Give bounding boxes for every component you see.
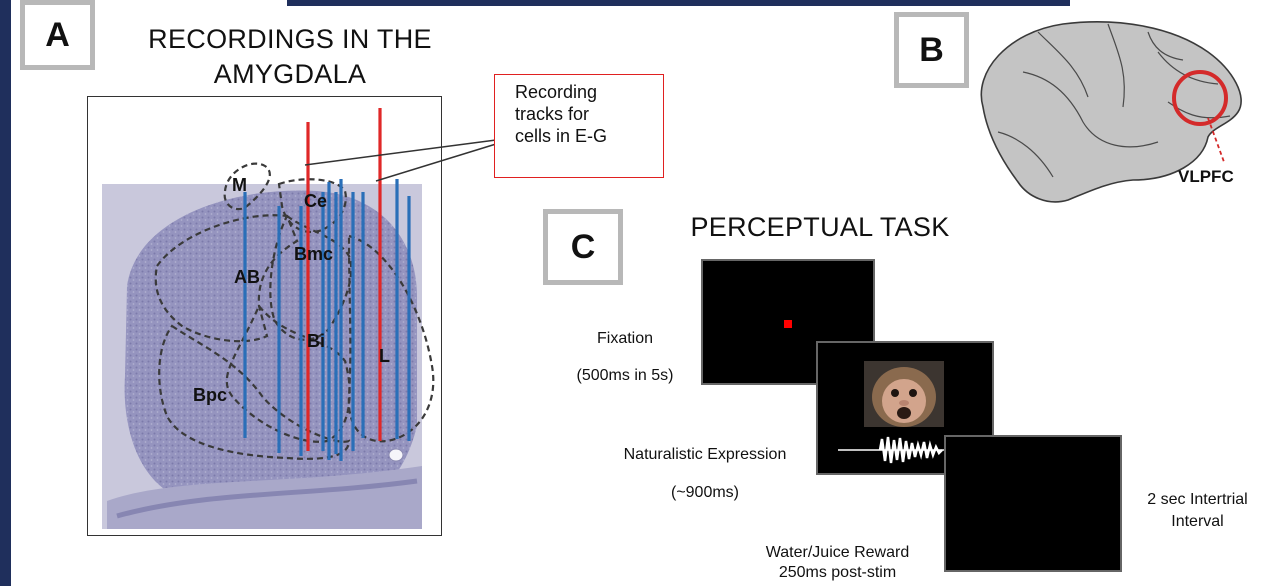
monkey-face-image — [864, 361, 944, 427]
expression-screen — [816, 341, 994, 475]
region-label-l: L — [379, 346, 390, 366]
region-outline-m — [223, 162, 271, 211]
vlpfc-ring — [1172, 70, 1228, 126]
region-label-ce: Ce — [304, 191, 327, 211]
callout-line3: cells in E-G — [515, 126, 608, 146]
lower-band — [107, 466, 422, 529]
histology-section-figure: M Ce Bmc AB Bi L Bpc — [102, 108, 435, 529]
region-outline-bpc — [158, 324, 351, 460]
panel-a-letter: A — [20, 0, 95, 70]
fixation-dot — [784, 320, 792, 328]
top-accent-line — [287, 0, 1070, 6]
expression-label: Naturalistic Expression — [623, 446, 787, 463]
intertrial-screen — [944, 435, 1122, 572]
fixation-timing: (500ms in 5s) — [576, 367, 674, 384]
region-label-bmc: Bmc — [294, 244, 333, 264]
panel-a-title-line2: AMYGDALA — [213, 59, 367, 89]
recording-tracks-callout: Recording tracks for cells in E-G — [494, 74, 664, 178]
panel-b-letter: B — [894, 12, 969, 88]
intertrial-label-line1: 2 sec Intertrial — [1147, 491, 1248, 508]
panel-a-title-line1: RECORDINGS IN THE — [148, 24, 432, 54]
blue-recording-tracks — [243, 179, 411, 461]
region-label-m: M — [232, 175, 247, 195]
reward-label-line2: 250ms post-stim — [778, 564, 897, 581]
vlpfc-label: VLPFC — [1178, 167, 1234, 186]
fixation-label: Fixation — [596, 330, 654, 347]
amygdala-tissue — [124, 190, 418, 515]
left-accent-bar — [0, 0, 11, 586]
panel-c-title: PERCEPTUAL TASK — [690, 212, 950, 242]
region-outline-bmc — [269, 214, 353, 341]
panel-c-letter: C — [543, 209, 623, 285]
expression-timing: (~900ms) — [670, 484, 740, 501]
region-label-ab: AB — [234, 267, 260, 287]
region-label-bpc: Bpc — [193, 385, 227, 405]
callout-line2: tracks for — [515, 104, 590, 124]
intertrial-label-line2: Interval — [1171, 513, 1224, 530]
brain-outline — [980, 21, 1242, 203]
reward-label-line1: Water/Juice Reward — [765, 544, 910, 561]
red-recording-tracks — [306, 108, 382, 451]
region-label-bi: Bi — [307, 331, 325, 351]
brain-illustration: VLPFC — [980, 21, 1242, 203]
callout-line1: Recording — [515, 82, 598, 102]
region-outline-ab — [154, 214, 299, 343]
